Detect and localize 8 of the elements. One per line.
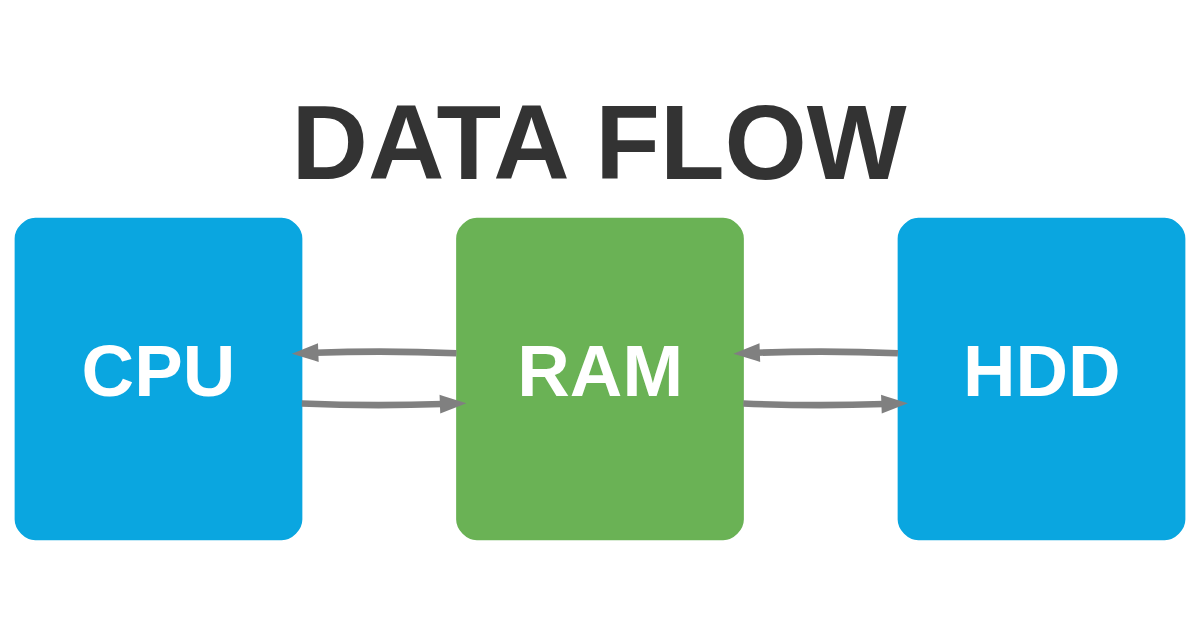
node-box: RAM bbox=[456, 217, 744, 540]
node-box: HDD bbox=[897, 217, 1186, 540]
arrow bbox=[733, 342, 899, 362]
arrow bbox=[301, 394, 467, 413]
arrow bbox=[291, 342, 457, 362]
node-box: CPU bbox=[14, 217, 303, 540]
diagram-title: DATA FLOW bbox=[291, 82, 907, 201]
arrow bbox=[743, 394, 908, 413]
